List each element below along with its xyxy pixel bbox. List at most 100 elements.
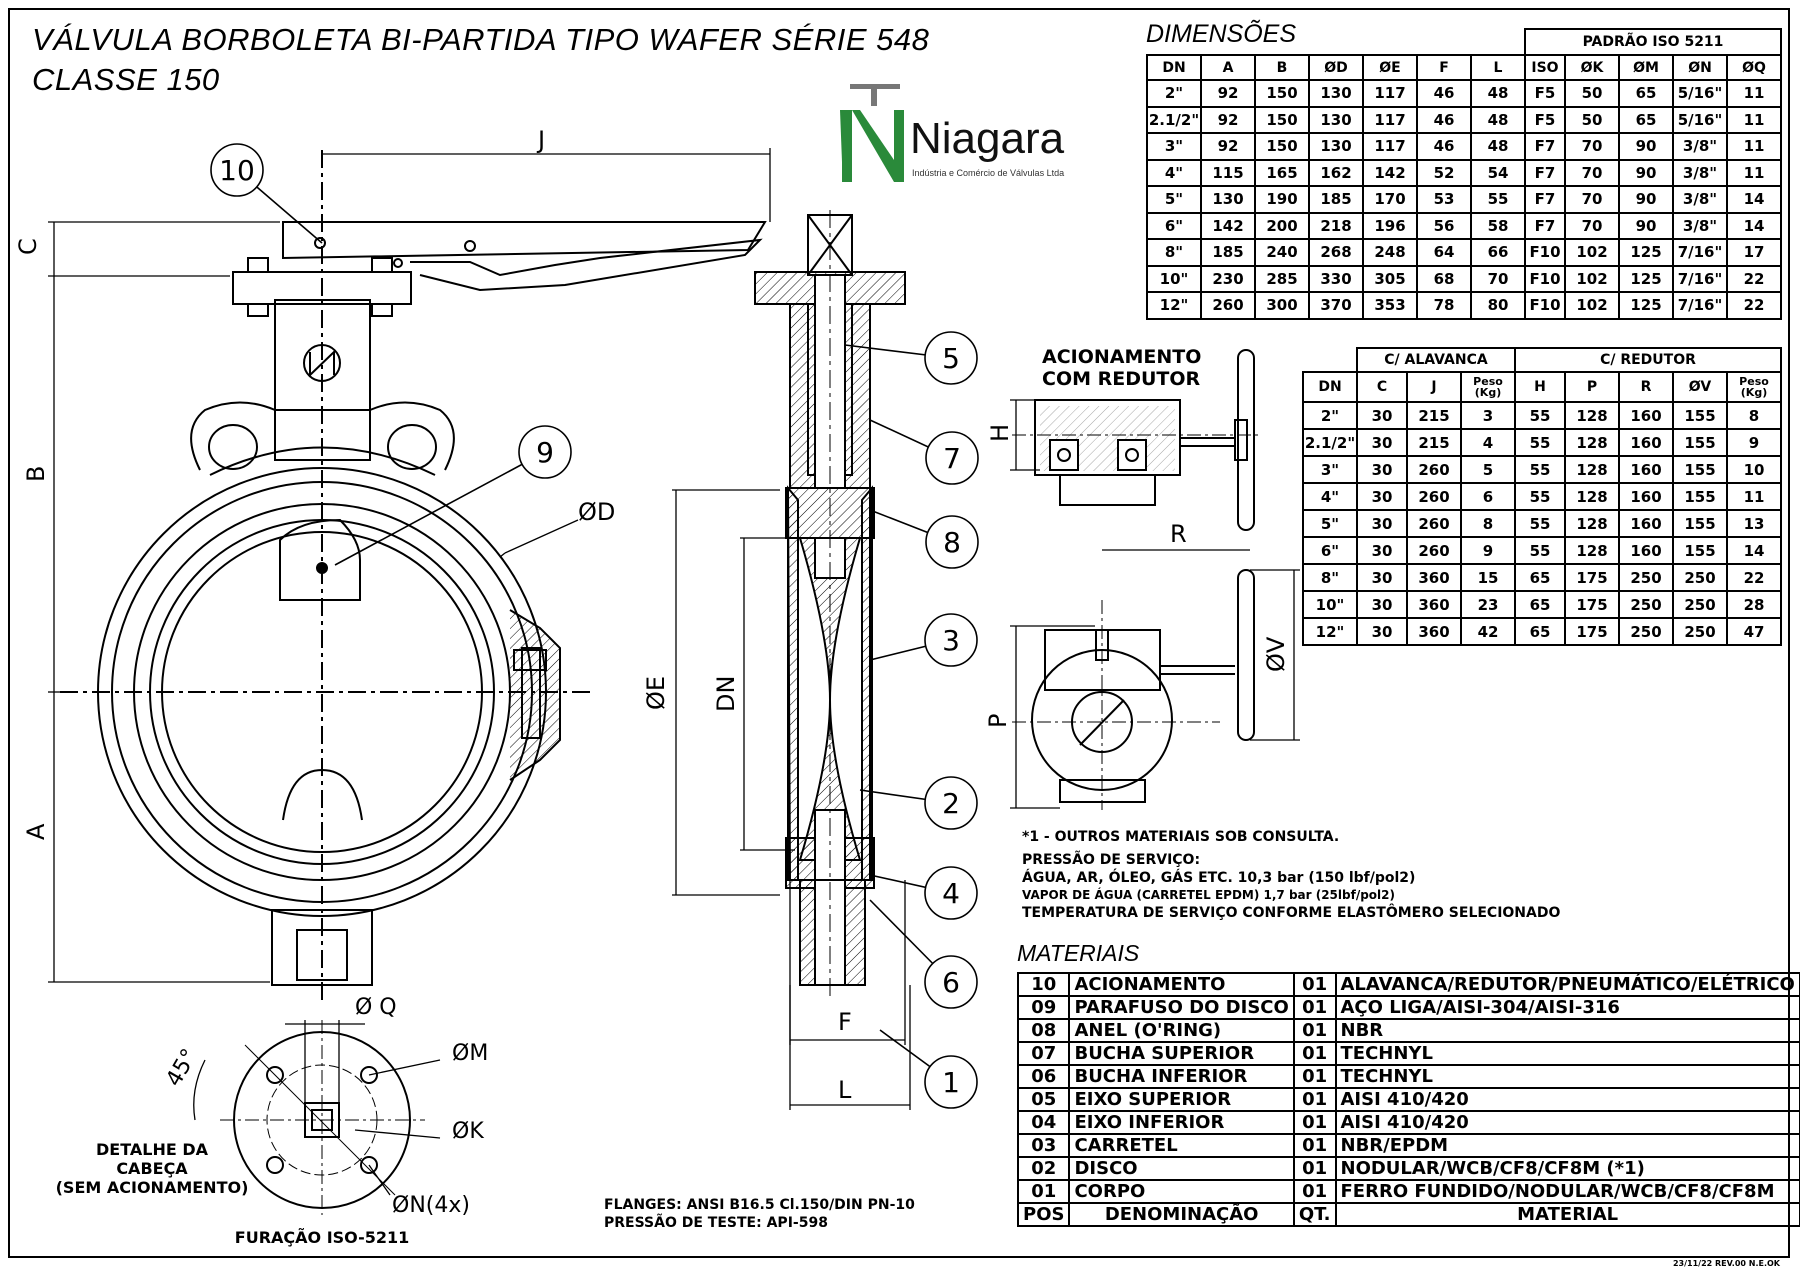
- table-cell: 268: [1308, 238, 1364, 267]
- part-balloons: [210, 143, 979, 1109]
- dimensoes-col-header: ØK: [1564, 54, 1620, 81]
- dimensoes-col-header: ØM: [1618, 54, 1674, 81]
- dim-b-label: B: [22, 466, 50, 482]
- balloon-6: 6: [942, 966, 960, 999]
- detalhe-line-1: DETALHE DA: [96, 1140, 209, 1159]
- table-cell: 240: [1254, 238, 1310, 267]
- table-cell: ALAVANCA/REDUTOR/PNEUMÁTICO/ELÉTRICO: [1334, 972, 1800, 997]
- table-cell: 55: [1514, 509, 1566, 538]
- table-cell: 06: [1016, 1064, 1071, 1089]
- table-cell: 01: [1292, 1156, 1337, 1181]
- balloon-7: 7: [943, 442, 961, 475]
- table-cell: 48: [1470, 132, 1526, 161]
- table-cell: 47: [1726, 617, 1782, 646]
- table-cell: EIXO INFERIOR: [1068, 1110, 1295, 1135]
- table-cell: 285: [1254, 264, 1310, 293]
- table-cell: 250: [1672, 563, 1728, 592]
- dim-r-label: R: [1170, 520, 1187, 548]
- table-cell: 09: [1016, 995, 1071, 1020]
- table-cell: 155: [1672, 482, 1728, 511]
- table-cell: 55: [1514, 401, 1566, 430]
- acionamento-col-header: J: [1406, 371, 1462, 403]
- table-cell: 6: [1460, 482, 1516, 511]
- balloon-4: 4: [942, 877, 960, 910]
- acionamento-col-header: R: [1618, 371, 1674, 403]
- table-cell: 3": [1302, 455, 1358, 484]
- note-5: TEMPERATURA DE SERVIÇO CONFORME ELASTÔME…: [1022, 905, 1561, 921]
- table-cell: 46: [1416, 79, 1472, 108]
- table-cell: 160: [1618, 455, 1674, 484]
- table-cell: 55: [1514, 482, 1566, 511]
- dim-a-label: A: [22, 823, 50, 840]
- table-cell: 125: [1618, 238, 1674, 267]
- table-cell: 128: [1564, 401, 1620, 430]
- dim-c-label: C: [14, 238, 42, 255]
- balloon-3: 3: [942, 624, 960, 657]
- table-cell: 125: [1618, 291, 1674, 320]
- table-cell: 155: [1672, 401, 1728, 430]
- balloon-8: 8: [943, 526, 961, 559]
- table-cell: 185: [1308, 185, 1364, 214]
- table-cell: 330: [1308, 264, 1364, 293]
- table-cell: 13: [1726, 509, 1782, 538]
- table-cell: 92: [1200, 105, 1256, 134]
- table-cell: NODULAR/WCB/CF8/CF8M (*1): [1334, 1156, 1800, 1181]
- note-teste: PRESSÃO DE TESTE: API-598: [604, 1215, 828, 1231]
- table-cell: CARRETEL: [1068, 1133, 1295, 1158]
- table-cell: 17: [1726, 238, 1782, 267]
- dimensoes-col-header: ØD: [1308, 54, 1364, 81]
- table-cell: 9: [1460, 536, 1516, 565]
- table-cell: 90: [1618, 158, 1674, 187]
- acionamento-col-header: Peso (Kg): [1460, 371, 1516, 403]
- table-cell: 11: [1726, 482, 1782, 511]
- table-cell: 250: [1618, 617, 1674, 646]
- table-cell: 2.1/2": [1146, 105, 1202, 134]
- revision-label: 23/11/22 REV.00 N.E.OK: [1672, 1259, 1780, 1268]
- table-cell: 160: [1618, 509, 1674, 538]
- head-detail: [193, 1020, 425, 1215]
- table-cell: 14: [1726, 211, 1782, 240]
- table-cell: 102: [1564, 238, 1620, 267]
- dim-v-label: ØV: [1262, 636, 1290, 672]
- table-cell: 07: [1016, 1041, 1071, 1066]
- table-cell: 6": [1302, 536, 1358, 565]
- table-cell: 260: [1406, 455, 1462, 484]
- table-cell: 10: [1016, 972, 1071, 997]
- table-cell: 8: [1726, 401, 1782, 430]
- table-cell: 64: [1416, 238, 1472, 267]
- table-cell: 150: [1254, 79, 1310, 108]
- table-cell: 70: [1564, 185, 1620, 214]
- dim-n-label: ØN(4x): [392, 1193, 470, 1218]
- niagara-logo: Niagara Indústria e Comércio de Válvulas…: [838, 82, 1098, 192]
- balloon-9: 9: [536, 436, 554, 469]
- table-cell: F10: [1524, 238, 1566, 267]
- table-cell: 66: [1470, 238, 1526, 267]
- table-cell: 8": [1302, 563, 1358, 592]
- table-cell: 90: [1618, 132, 1674, 161]
- materiais-footer-cell: MATERIAL: [1334, 1202, 1800, 1227]
- balloon-2: 2: [942, 787, 960, 820]
- table-cell: 10": [1146, 264, 1202, 293]
- table-cell: 170: [1362, 185, 1418, 214]
- table-cell: 4": [1302, 482, 1358, 511]
- balloon-10: 10: [219, 154, 255, 187]
- table-cell: 162: [1308, 158, 1364, 187]
- dim-m-label: ØM: [452, 1041, 488, 1066]
- table-cell: DISCO: [1068, 1156, 1295, 1181]
- table-cell: 30: [1356, 455, 1408, 484]
- table-cell: 01: [1292, 1064, 1337, 1089]
- materiais-footer-cell: DENOMINAÇÃO: [1068, 1202, 1295, 1227]
- table-cell: 03: [1016, 1133, 1071, 1158]
- table-cell: CORPO: [1068, 1179, 1295, 1204]
- table-cell: 7/16": [1672, 291, 1728, 320]
- table-cell: 175: [1564, 617, 1620, 646]
- logo-subtitle: Indústria e Comércio de Válvulas Ltda: [912, 168, 1065, 178]
